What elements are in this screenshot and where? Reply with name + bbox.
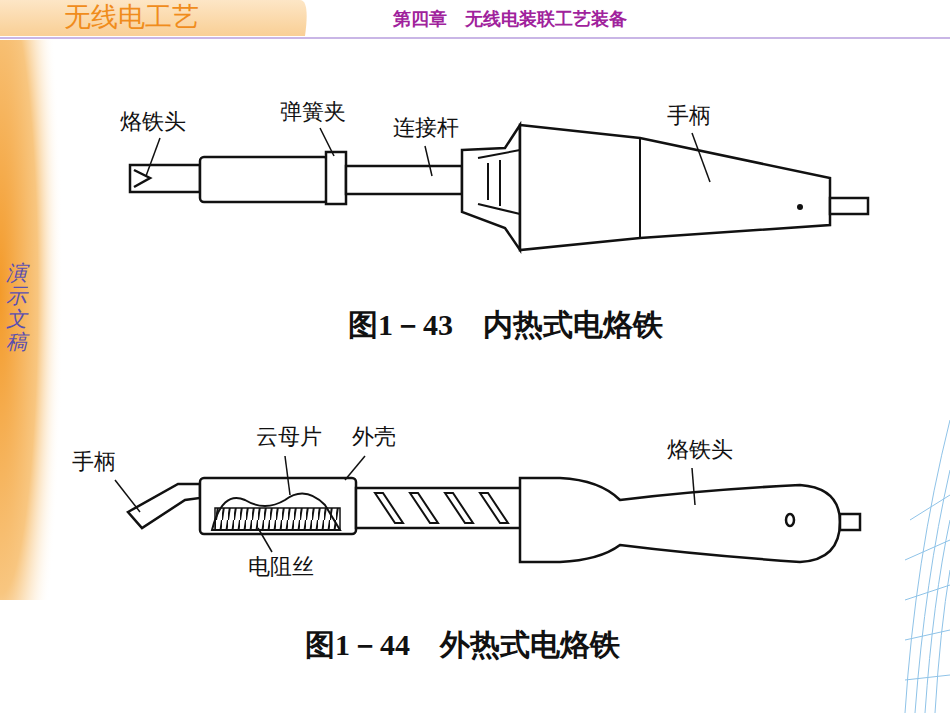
mica-sheet — [212, 494, 340, 530]
shell — [200, 478, 356, 534]
part-label: 烙铁头 — [120, 110, 186, 134]
watermark: 演示文稿 — [6, 262, 27, 354]
orange-glow — [0, 40, 70, 600]
part-label: 外壳 — [352, 425, 396, 449]
external-heating-iron — [128, 478, 860, 562]
course-name: 无线电工艺 — [64, 2, 199, 32]
part-label: 连接杆 — [393, 116, 459, 140]
grid-decoration — [905, 420, 950, 713]
handle-body — [520, 125, 830, 250]
cable-2 — [840, 514, 860, 530]
resistance-wire — [215, 508, 340, 530]
figure-caption: 图1－43 内热式电烙铁 — [348, 308, 663, 341]
part-label: 弹簧夹 — [280, 100, 346, 124]
internal-heating-iron — [130, 125, 868, 250]
leader-lines-2 — [115, 456, 695, 552]
part-label: 手柄 — [72, 450, 116, 474]
cable — [830, 198, 868, 214]
header-tab — [0, 0, 307, 36]
part-label: 烙铁头 — [667, 438, 733, 462]
iron-tip-bent — [128, 484, 200, 528]
header-rule — [0, 37, 950, 39]
spring-clip — [326, 152, 346, 204]
part-label: 手柄 — [667, 104, 711, 128]
tube-slots — [375, 493, 508, 523]
handle — [520, 478, 840, 562]
part-label: 电阻丝 — [248, 555, 314, 579]
part-label: 云母片 — [256, 425, 322, 449]
iron-tip — [130, 165, 200, 192]
connecting-rod — [346, 166, 462, 194]
perforated-tube — [356, 488, 521, 528]
tube — [200, 157, 328, 202]
chapter-heading: 第四章 无线电装联工艺装备 — [393, 9, 627, 29]
figure-caption: 图1－44 外热式电烙铁 — [305, 628, 620, 661]
handle-guard — [462, 125, 520, 250]
